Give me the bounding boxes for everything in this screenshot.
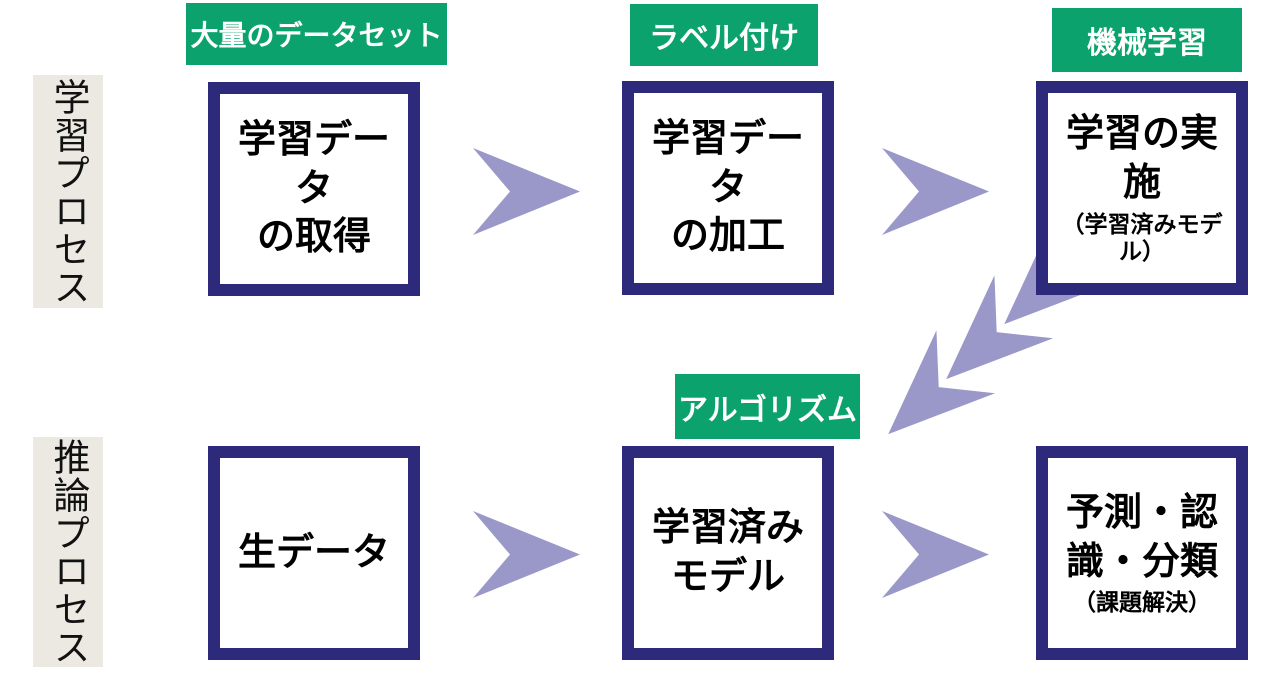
box-text: の取得: [256, 216, 371, 259]
box-text: モデル: [670, 556, 785, 598]
flow-arrow-4-icon: [882, 511, 989, 598]
tag-large-dataset: 大量のデータセット: [186, 3, 447, 65]
box-process-training-data: 学習データ の加工: [622, 81, 834, 295]
box-text: 学習データ: [651, 118, 804, 209]
tag-labeling: ラベル付け: [630, 4, 818, 66]
box-subtext: （学習済みモデル）: [1061, 210, 1223, 265]
box-text: 予測・認: [1065, 492, 1218, 535]
box-text: の加工: [670, 215, 785, 258]
flow-arrow-1-icon: [473, 148, 580, 235]
box-text: 学習データ: [237, 119, 390, 210]
box-raw-data: 生データ: [208, 446, 420, 660]
flow-arrow-2-icon: [882, 148, 989, 235]
box-run-training: 学習の実施 （学習済みモデル）: [1036, 81, 1248, 295]
box-text: 識・分類: [1065, 540, 1218, 583]
box-subtext: （課題解決）: [1073, 589, 1211, 616]
tag-machine-learning: 機械学習: [1052, 8, 1242, 72]
box-trained-model: 学習済み モデル: [622, 446, 834, 660]
box-acquire-training-data: 学習データ の取得: [208, 82, 420, 296]
box-text: 生データ: [237, 531, 390, 574]
row-label-training-process: 学習プロセス: [33, 75, 103, 308]
flow-arrow-3-icon: [473, 511, 580, 598]
row-label-inference-process: 推論プロセス: [33, 437, 103, 667]
box-prediction-recognition-classification: 予測・認 識・分類 （課題解決）: [1036, 446, 1248, 660]
box-text: 学習の実施: [1065, 113, 1218, 204]
cascade-arrow-icon: [888, 220, 1112, 435]
box-text: 学習済み: [651, 507, 804, 550]
tag-algorithm: アルゴリズム: [675, 374, 860, 439]
